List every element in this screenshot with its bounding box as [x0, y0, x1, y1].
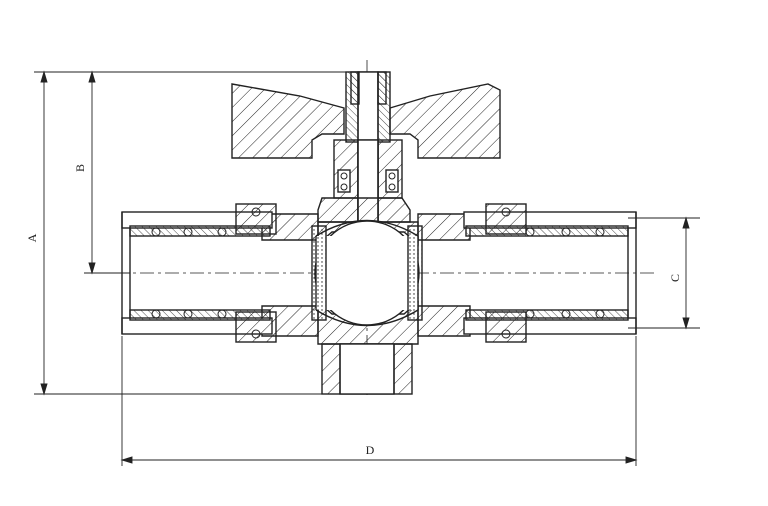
- left-press-sleeve: [121, 203, 277, 343]
- dimension-label-c: C: [668, 274, 682, 282]
- ball-and-seats: [311, 219, 423, 327]
- dimension-label-d: D: [366, 443, 375, 457]
- dimension-label-b: B: [73, 164, 87, 172]
- o-ring-seals: [151, 207, 605, 339]
- dimension-label-a: A: [25, 233, 39, 242]
- dimension-lines: [34, 70, 700, 466]
- butterfly-handle: [231, 83, 501, 159]
- valve-stem: [317, 71, 411, 225]
